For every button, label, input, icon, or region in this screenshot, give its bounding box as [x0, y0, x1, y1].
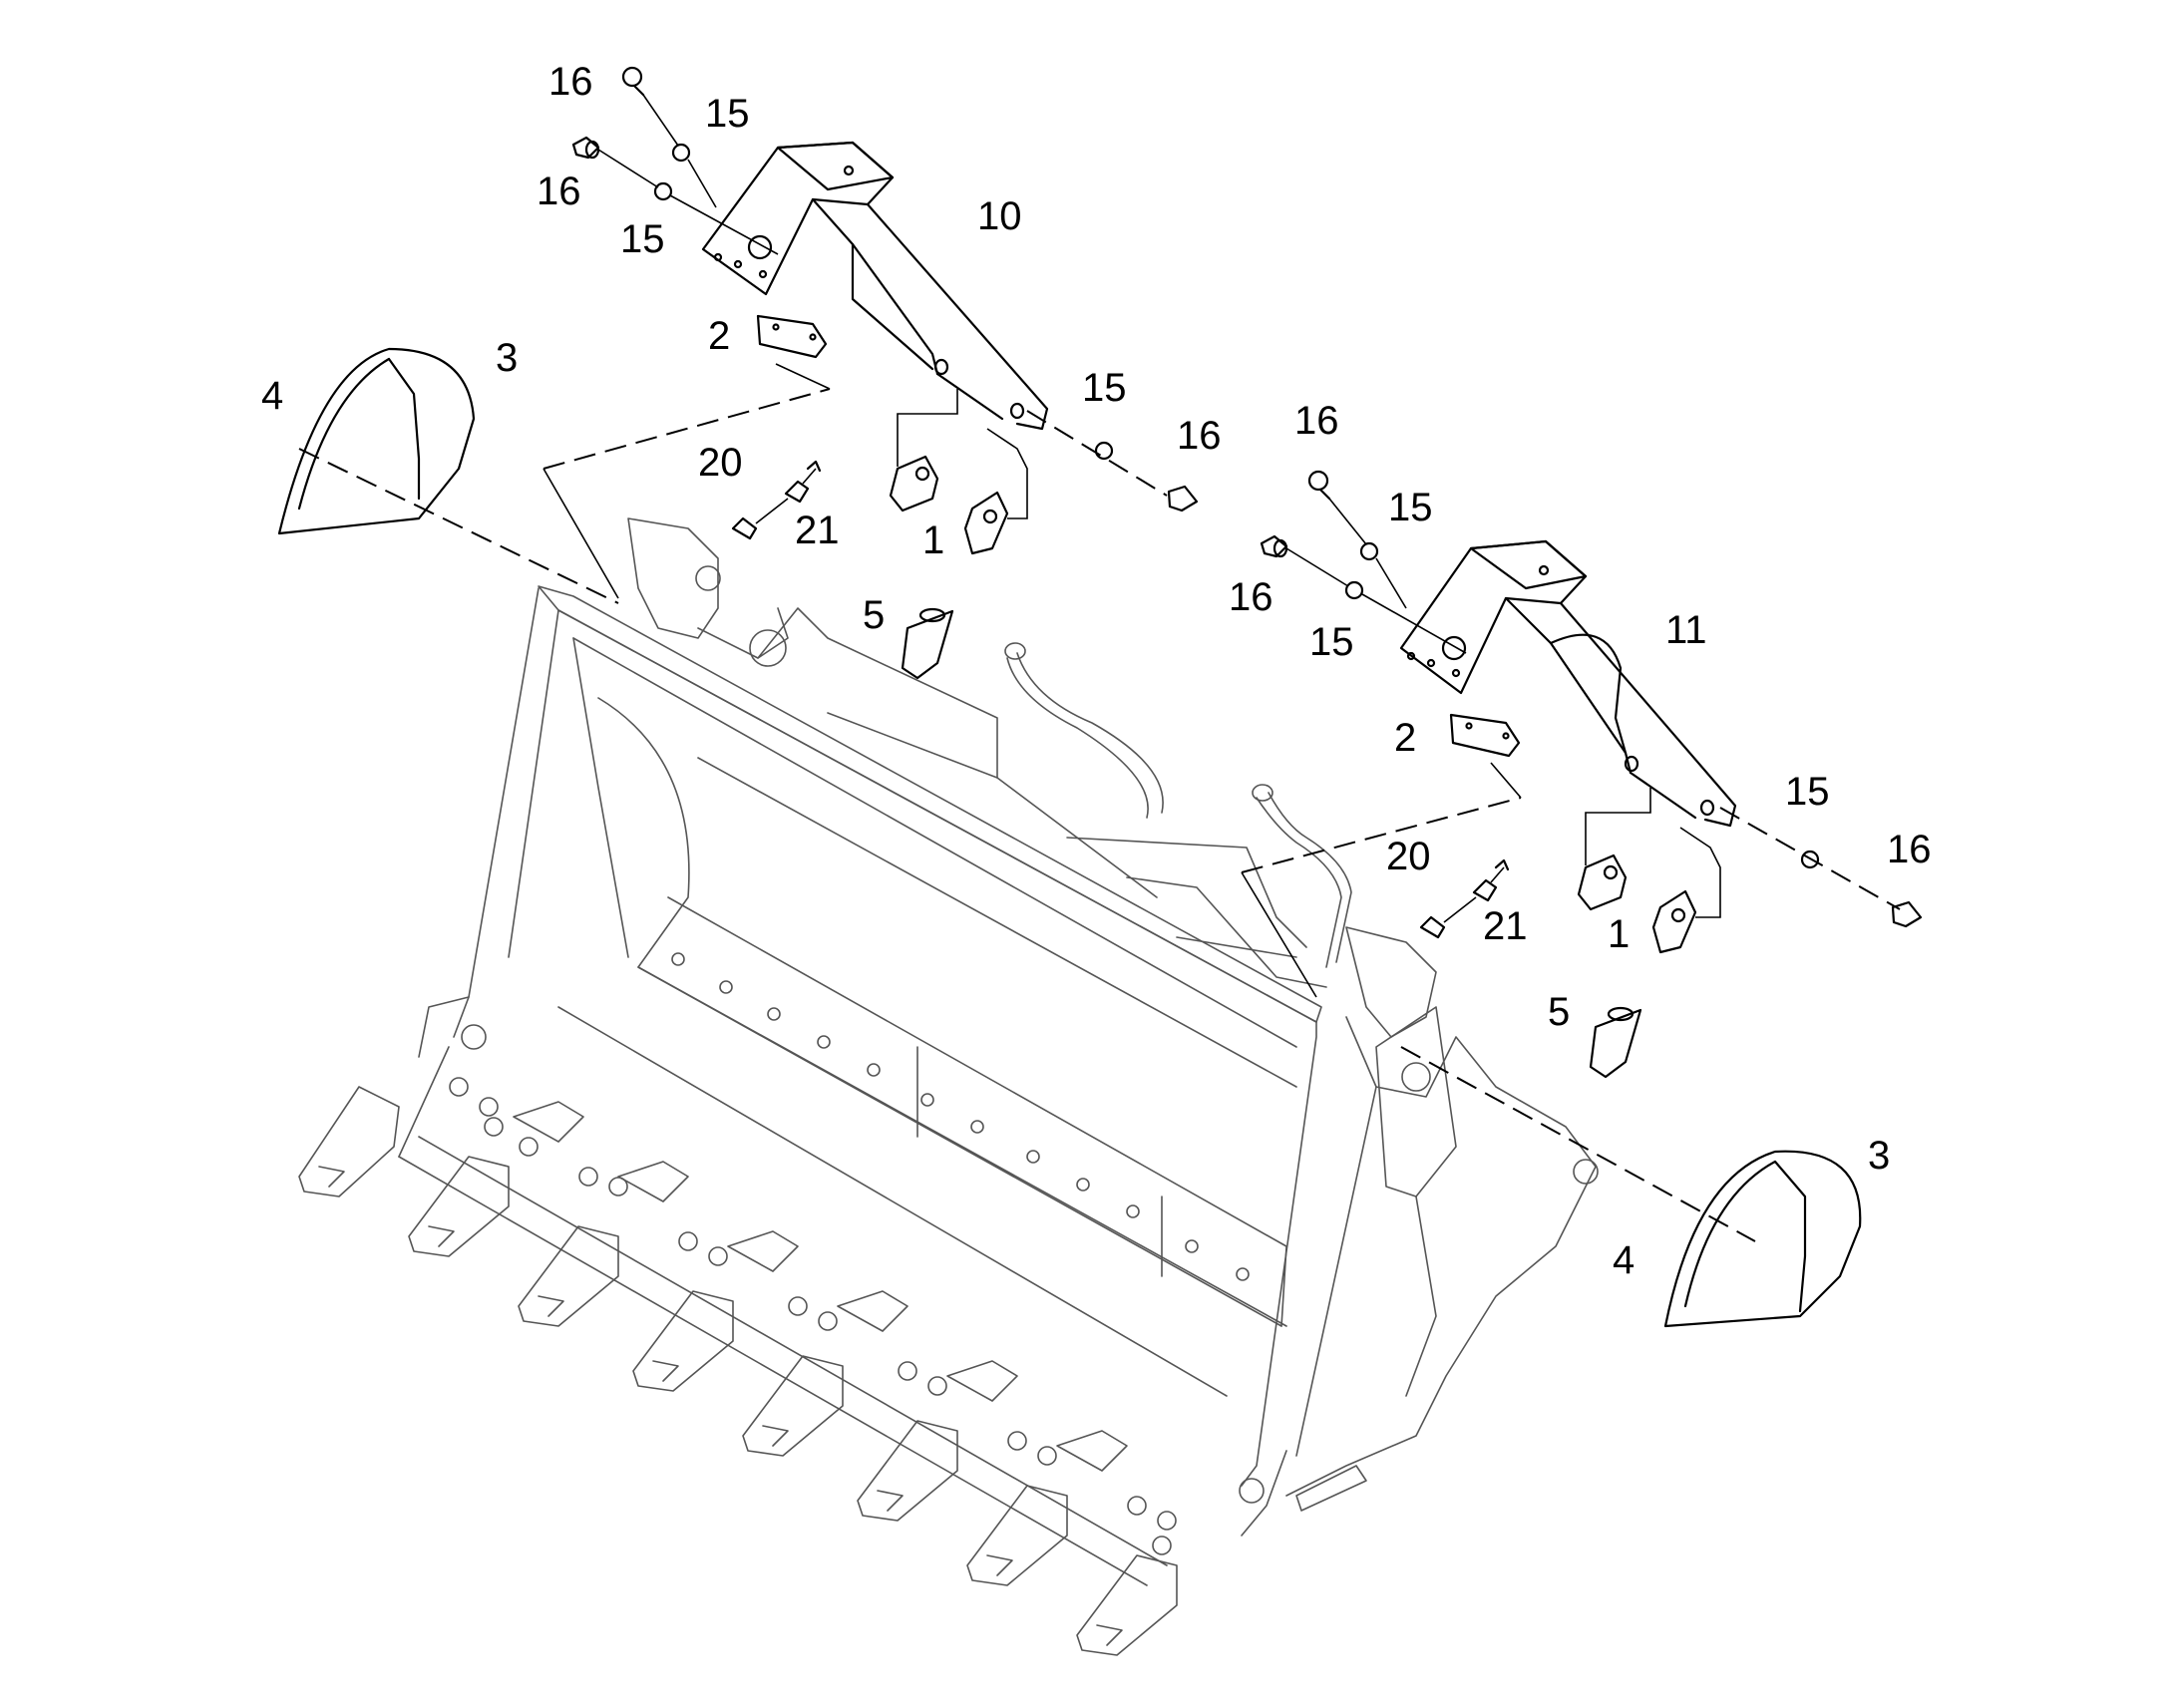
callout-3: 3 [496, 336, 518, 380]
callout-3: 3 [1868, 1134, 1890, 1178]
callout-16: 16 [1177, 414, 1222, 458]
cover-left [277, 347, 476, 535]
callout-16: 16 [1294, 399, 1339, 443]
callout-15: 15 [1082, 366, 1127, 410]
callout-15: 15 [620, 217, 665, 261]
callout-4: 4 [261, 374, 283, 418]
grease-fittings-right [1419, 858, 1510, 939]
callout-15: 15 [1785, 770, 1830, 814]
adapter-bolts [449, 1077, 1177, 1555]
callout-11: 11 [1665, 608, 1707, 652]
axis-lines-right [1241, 762, 1901, 1242]
pin-right [1589, 1006, 1642, 1079]
callout-labels: 16 15 16 15 10 2 3 4 15 16 20 21 1 16 15… [261, 60, 1932, 1282]
callout-15: 15 [705, 92, 750, 136]
bracket-pieces-right [1449, 713, 1721, 954]
callout-1: 1 [1608, 912, 1630, 956]
callout-2: 2 [1394, 716, 1416, 760]
pin-left [901, 607, 954, 680]
callout-20: 20 [698, 441, 743, 485]
callout-4: 4 [1613, 1238, 1635, 1282]
guard-11 [1399, 539, 1737, 828]
callout-15: 15 [1388, 486, 1433, 529]
wear-strip-holes [671, 952, 1250, 1281]
callout-16: 16 [548, 60, 593, 104]
callout-1: 1 [922, 518, 944, 562]
grease-fittings-left [731, 460, 822, 540]
callout-16: 16 [537, 170, 581, 213]
fasteners-right [1260, 470, 1467, 654]
callout-21: 21 [795, 509, 840, 552]
callout-15: 15 [1309, 620, 1354, 664]
bracket-pieces-left [756, 314, 1028, 555]
fasteners-left-outer [1094, 441, 1199, 512]
axis-lines-left [298, 363, 1168, 604]
callout-16: 16 [1887, 828, 1932, 871]
fasteners-left [571, 66, 779, 255]
callout-5: 5 [1548, 990, 1570, 1034]
callout-21: 21 [1483, 904, 1528, 948]
cover-right [1663, 1150, 1862, 1328]
bucket [398, 517, 1599, 1586]
callout-16: 16 [1229, 575, 1273, 619]
callout-2: 2 [708, 314, 730, 358]
guard-10 [701, 141, 1049, 431]
callout-20: 20 [1386, 835, 1431, 878]
bucket-teeth [298, 1086, 1178, 1656]
callout-5: 5 [863, 593, 885, 637]
callout-10: 10 [977, 194, 1022, 238]
